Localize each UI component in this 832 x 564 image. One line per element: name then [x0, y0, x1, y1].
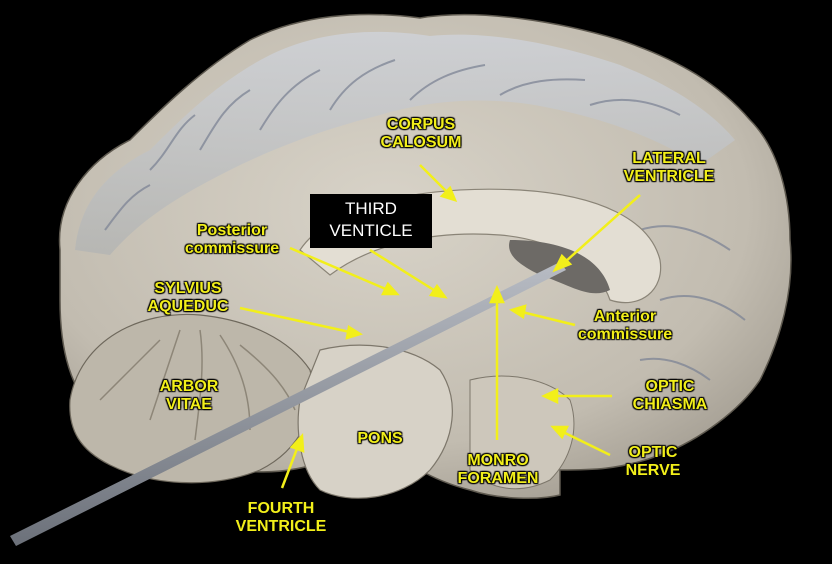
- label-line: VITAE: [166, 396, 212, 413]
- label-monro-foramen: MONRO FORAMEN: [446, 452, 550, 488]
- label-line: SYLVIUS: [154, 280, 222, 297]
- label-line: OPTIC: [645, 378, 695, 395]
- label-sylvius-aqueduc: SYLVIUS AQUEDUC: [136, 280, 240, 316]
- label-optic-chiasma: OPTIC CHIASMA: [620, 378, 720, 414]
- label-corpus-calosum: CORPUS CALOSUM: [376, 116, 466, 152]
- label-line: VENTRICLE: [235, 518, 327, 535]
- label-line: AQUEDUC: [147, 298, 229, 315]
- label-line: CHIASMA: [632, 396, 708, 413]
- label-anterior-commissure: Anterior commissure: [564, 308, 686, 344]
- label-line: commissure: [577, 326, 673, 343]
- label-line: PONS: [357, 430, 403, 447]
- label-line: Anterior: [593, 308, 657, 325]
- label-line: THIRD: [345, 199, 397, 218]
- label-line: MONRO: [467, 452, 529, 469]
- label-line: OPTIC: [628, 444, 678, 461]
- label-pons: PONS: [346, 430, 414, 448]
- label-line: LATERAL: [632, 150, 706, 167]
- label-line: NERVE: [625, 462, 681, 479]
- label-optic-nerve: OPTIC NERVE: [612, 444, 694, 480]
- label-line: Posterior: [196, 222, 268, 239]
- steel-rod: [10, 262, 566, 546]
- label-line: commissure: [184, 240, 280, 257]
- label-line: FORAMEN: [457, 470, 539, 487]
- annotation-arrows: [239, 164, 641, 489]
- sulci-lines: [104, 59, 746, 381]
- label-fourth-ventricle: FOURTH VENTRICLE: [222, 500, 340, 536]
- cortex-gyri: [75, 31, 735, 256]
- label-line: VENTRICLE: [623, 168, 715, 185]
- label-arbor-vitae: ARBOR VITAE: [146, 378, 232, 414]
- label-line: ARBOR: [159, 378, 219, 395]
- label-line: VENTICLE: [329, 221, 413, 240]
- label-posterior-commissure: Posterior commissure: [170, 222, 294, 258]
- label-lateral-ventricle: LATERAL VENTRICLE: [610, 150, 728, 186]
- label-line: CORPUS: [386, 116, 456, 133]
- label-line: CALOSUM: [380, 134, 462, 151]
- label-line: FOURTH: [247, 500, 315, 517]
- label-third-venticle: THIRD VENTICLE: [310, 194, 432, 248]
